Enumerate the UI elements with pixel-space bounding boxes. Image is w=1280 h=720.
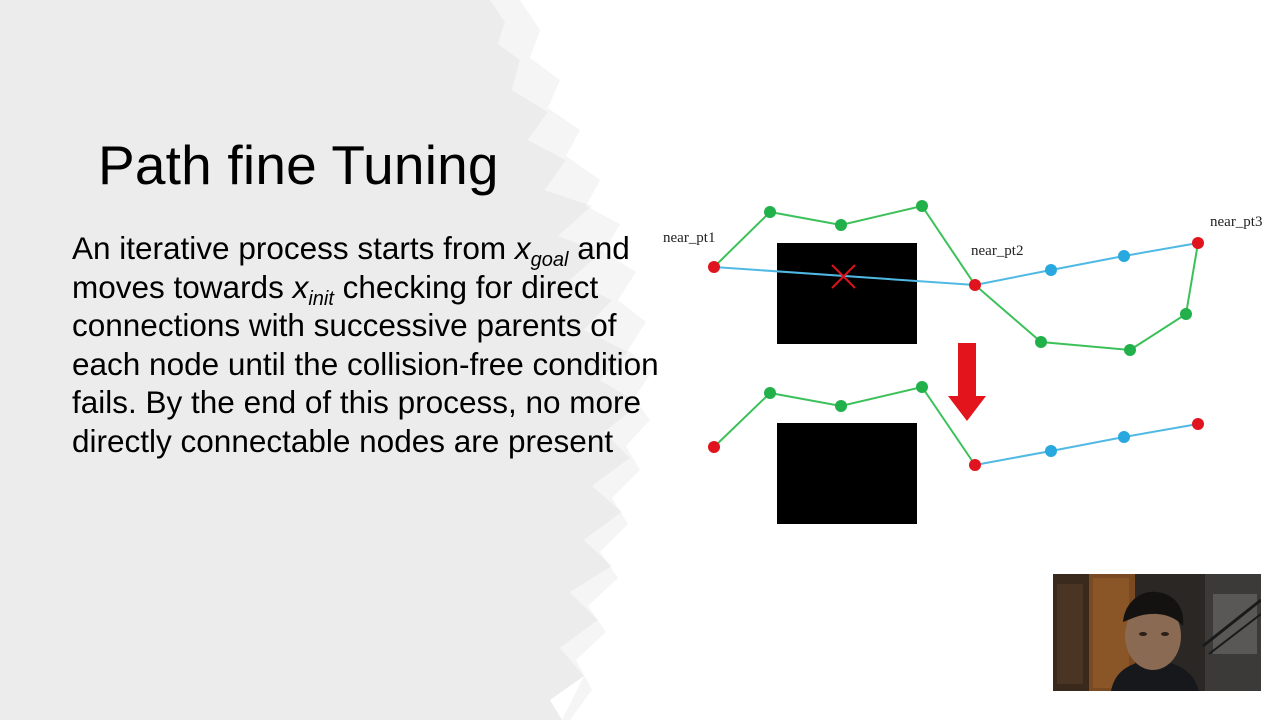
label-near-pt1: near_pt1 (663, 230, 715, 246)
slide-title: Path fine Tuning (98, 134, 499, 196)
slide-body-text: An iterative process starts from xgoal a… (72, 229, 662, 460)
node-green (764, 387, 776, 399)
init-subscript: init (308, 287, 334, 310)
cross-icon (831, 264, 856, 289)
path-tuning-diagram: near_pt1 near_pt2 near_pt3 (663, 200, 1262, 524)
obstacle-bottom (777, 423, 917, 524)
obstacle-top (777, 243, 917, 344)
bottom-nodes (708, 381, 1204, 471)
node-green (916, 381, 928, 393)
node-green (764, 206, 776, 218)
tuned-path-blue-edges (974, 423, 1199, 466)
node-near-pt1 (708, 261, 720, 273)
node-green (835, 400, 847, 412)
body-text-part-1: An iterative process starts from (72, 230, 515, 266)
node-red (1192, 418, 1204, 430)
node-blue (1118, 431, 1130, 443)
shortcut-edges-right (974, 242, 1199, 286)
node-green (835, 219, 847, 231)
node-green (1035, 336, 1047, 348)
body-text-part-3: checking for direct connections with suc… (72, 268, 659, 459)
x-init-variable: xinit (292, 268, 334, 310)
webcam-feed-image (1053, 574, 1261, 691)
node-near-pt2 (969, 279, 981, 291)
node-red (708, 441, 720, 453)
webcam-overlay (1053, 574, 1261, 691)
node-green (1180, 308, 1192, 320)
body-text-part-2: and moves towards (72, 230, 630, 305)
label-near-pt3: near_pt3 (1210, 214, 1262, 230)
node-blue (1045, 264, 1057, 276)
node-red (969, 459, 981, 471)
node-blue (1118, 250, 1130, 262)
label-near-pt2: near_pt2 (971, 243, 1023, 259)
node-blue (1045, 445, 1057, 457)
node-near-pt3 (1192, 237, 1204, 249)
node-green (916, 200, 928, 212)
node-green (1124, 344, 1136, 356)
down-arrow-icon (948, 343, 986, 421)
goal-subscript: goal (530, 249, 569, 271)
x-goal-variable: xgoal (514, 230, 569, 271)
top-nodes (708, 200, 1204, 356)
